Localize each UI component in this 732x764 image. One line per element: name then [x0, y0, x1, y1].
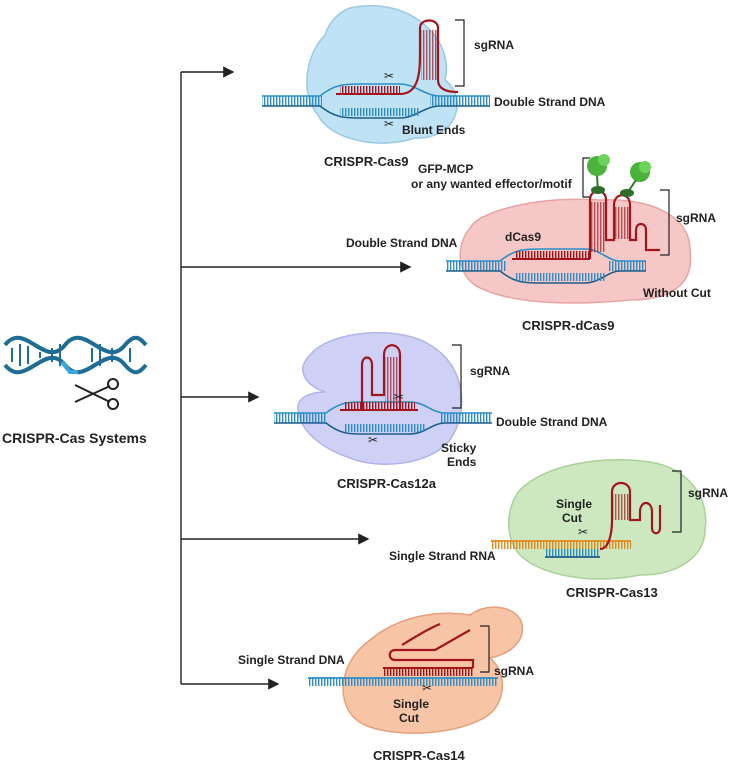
cas12a-panel: ✂ ✂ sgRNA Double Strand DNA Sticky Ends …: [274, 331, 608, 491]
cas12a-guide-label: sgRNA: [470, 364, 510, 378]
cas9-substrate-label: Double Strand DNA: [494, 95, 606, 109]
scissors-icon: ✂: [422, 681, 432, 695]
cas12a-title: CRISPR-Cas12a: [337, 476, 437, 491]
scissors-icon: ✂: [384, 69, 394, 83]
cas14-substrate-label: Single Strand DNA: [238, 653, 345, 667]
cas14-cut-label-1: Single: [393, 697, 429, 711]
cas13-cut-label-1: Single: [556, 497, 592, 511]
gfp-icon: [620, 161, 651, 197]
dcas9-guide-label: sgRNA: [676, 211, 716, 225]
dcas9-protein-label: dCas9: [505, 230, 541, 244]
cas13-protein: [508, 459, 707, 580]
central-label: CRISPR-Cas Systems: [2, 430, 147, 446]
scissors-icon: ✂: [578, 525, 588, 539]
dcas9-panel: dCas9 GFP-MCP or any wanted effector/mot…: [346, 154, 716, 333]
dcas9-title: CRISPR-dCas9: [522, 318, 614, 333]
dcas9-effector-label-1: GFP-MCP: [418, 162, 473, 176]
cas9-guide-label: sgRNA: [474, 38, 514, 52]
cas12a-cut-label-1: Sticky: [441, 441, 477, 455]
scissors-icon: ✂: [368, 433, 378, 447]
cas14-cut-label-2: Cut: [399, 711, 419, 725]
cas12a-cut-label-2: Ends: [447, 455, 477, 469]
cas13-guide-label: sgRNA: [688, 486, 728, 500]
branch-arrows: [180, 66, 412, 690]
dcas9-cut-label: Without Cut: [643, 286, 711, 300]
cas13-panel: ✂ sgRNA Single Cut Single Strand RNA CRI…: [389, 459, 728, 600]
cas14-title: CRISPR-Cas14: [373, 748, 466, 763]
dcas9-substrate-label: Double Strand DNA: [346, 236, 458, 250]
dcas9-effector-label-2: or any wanted effector/motif: [411, 177, 573, 191]
cas9-title: CRISPR-Cas9: [324, 154, 409, 169]
cas13-title: CRISPR-Cas13: [566, 585, 658, 600]
cas12a-substrate-label: Double Strand DNA: [496, 415, 608, 429]
cas14-guide-label: sgRNA: [494, 664, 534, 678]
cas12a-protein: [297, 331, 463, 465]
cas13-cut-label-2: Cut: [562, 511, 582, 525]
cas9-cut-label: Blunt Ends: [402, 123, 466, 137]
scissors-icon: ✂: [394, 390, 404, 404]
cas13-substrate-label: Single Strand RNA: [389, 549, 496, 563]
cas9-panel: ✂ ✂ sgRNA Double Strand DNA Blunt Ends C…: [262, 5, 606, 169]
gfp-icon: [587, 154, 610, 194]
cas14-panel: ✂ sgRNA Single Strand DNA Single Cut CRI…: [238, 606, 534, 763]
scissors-icon: ✂: [384, 117, 394, 131]
dna-scissors-icon: [3, 335, 148, 410]
